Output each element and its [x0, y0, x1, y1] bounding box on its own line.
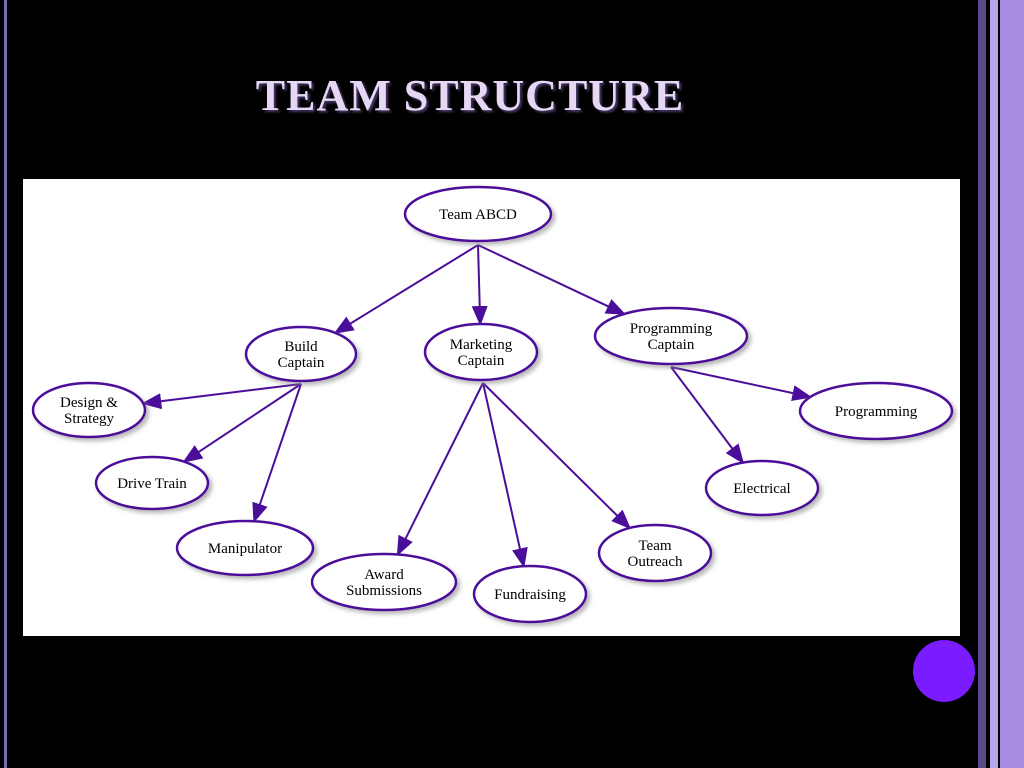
node-label: Captain [648, 337, 695, 353]
node-label: Outreach [628, 554, 683, 570]
node-ellipse [472, 564, 588, 624]
edge-team-to-marketing [471, 244, 488, 327]
node-programming: Programming [798, 381, 954, 441]
node-ellipse [593, 306, 749, 366]
edge-team-to-build [333, 244, 479, 334]
node-ellipse [244, 325, 358, 383]
node-label: Fundraising [494, 587, 566, 603]
node-design: Design &Strategy [31, 381, 147, 439]
nodes-layer: Team ABCDBuildCaptainMarketingCaptainPro… [31, 185, 954, 624]
node-label: Team ABCD [439, 207, 517, 223]
node-label: Design & [60, 395, 118, 411]
node-label: Manipulator [208, 541, 282, 557]
edge-marketing-to-outreach [482, 382, 632, 530]
node-label: Electrical [733, 481, 790, 497]
node-ellipse [423, 322, 539, 382]
right-accent-bar-wide [1000, 0, 1024, 768]
node-team: Team ABCD [403, 185, 553, 243]
node-ellipse [310, 552, 458, 612]
slide-title: TEAM STRUCTURE [255, 71, 685, 120]
node-label: Strategy [64, 411, 114, 427]
node-label: Captain [458, 353, 505, 369]
node-label: Marketing [450, 337, 513, 353]
node-electrical: Electrical [704, 459, 820, 517]
node-label: Drive Train [117, 476, 187, 492]
node-label: Programming [835, 404, 918, 420]
node-label: Programming [630, 321, 713, 337]
right-accent-bar-light [990, 0, 998, 768]
edge-build-to-drive [182, 383, 302, 463]
org-chart-diagram: Team ABCDBuildCaptainMarketingCaptainPro… [31, 185, 954, 624]
node-manipulator: Manipulator [175, 519, 315, 577]
node-ellipse [403, 185, 553, 243]
node-label: Submissions [346, 583, 422, 599]
right-accent-bar-dark [978, 0, 986, 768]
node-label: Award [364, 567, 404, 583]
left-accent-bar [4, 0, 7, 768]
edge-marketing-to-award [396, 382, 484, 557]
node-ellipse [31, 381, 147, 439]
edge-build-to-manipulator [252, 383, 302, 524]
node-ellipse [597, 523, 713, 583]
node-label: Build [284, 339, 318, 355]
node-drive: Drive Train [94, 455, 210, 511]
node-ellipse [798, 381, 954, 441]
edge-marketing-to-fundraising [482, 382, 528, 569]
node-ellipse [175, 519, 315, 577]
corner-dot [913, 640, 975, 702]
edge-team-to-programming_captain [477, 244, 627, 315]
edge-build-to-design [141, 383, 302, 410]
edge-programming_captain-to-electrical [670, 366, 745, 465]
node-label: Team [638, 538, 671, 554]
node-label: Captain [278, 355, 325, 371]
edge-programming_captain-to-programming [670, 366, 813, 401]
node-fundraising: Fundraising [472, 564, 588, 624]
node-ellipse [94, 455, 210, 511]
edges-layer [141, 244, 813, 569]
node-ellipse [704, 459, 820, 517]
